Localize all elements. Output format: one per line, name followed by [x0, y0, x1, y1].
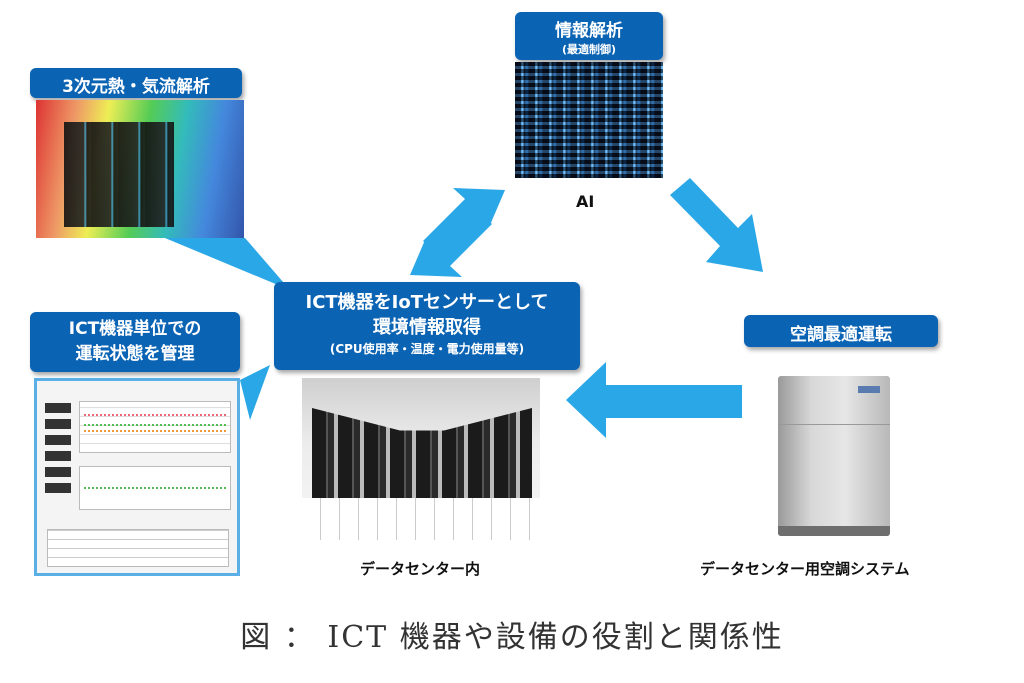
analysis-label: 情報解析 (最適制御) [515, 12, 663, 60]
ict-monitor-label: ICT機器単位での 運転状態を管理 [30, 312, 240, 372]
floor-tiles [302, 498, 540, 540]
server-racks [64, 122, 174, 227]
ai-caption: AI [576, 192, 595, 211]
thermal-label-text: 3次元熱・気流解析 [62, 77, 210, 97]
thermal-label: 3次元熱・気流解析 [30, 68, 242, 98]
dashboard-table [47, 529, 229, 567]
hvac-label: 空調最適運転 [744, 315, 938, 347]
dc-hvac-caption: データセンター用空調システム [700, 560, 910, 578]
iot-label: ICT機器をIoTセンサーとして 環境情報取得 (CPU使用率・温度・電力使用量… [274, 282, 580, 370]
ai-iot-double-arrow [410, 188, 505, 277]
analysis-title: 情報解析 [555, 21, 623, 41]
dc-inside-caption: データセンター内 [360, 560, 481, 578]
ai-to-hvac-arrow [670, 178, 763, 272]
datacenter-interior-image [302, 378, 540, 540]
hvac-base [778, 526, 890, 536]
ict-monitor-line1: ICT機器単位での [68, 319, 202, 339]
dashboard-chart-bottom [79, 466, 231, 510]
hvac-to-dc-arrow [566, 362, 742, 438]
iot-line1: ICT機器をIoTセンサーとして [305, 292, 549, 313]
hvac-unit-image [778, 376, 890, 536]
chart-series-green-2 [84, 487, 226, 489]
thermal-callout-tail [165, 238, 290, 290]
chart-series-orange [84, 430, 226, 432]
monitoring-dashboard-image [34, 378, 240, 576]
monitor-callout-tail [240, 365, 270, 420]
chart-series-green [84, 424, 226, 426]
analysis-subtitle: (最適制御) [561, 43, 617, 56]
ai-matrix-image [515, 62, 663, 178]
iot-subtext: (CPU使用率・温度・電力使用量等) [329, 342, 525, 356]
thermal-simulation-image [36, 100, 244, 238]
dashboard-side-buttons [45, 403, 71, 493]
ai-matrix-overlay [515, 62, 663, 178]
figure-caption: 図 ： ICT 機器や設備の役割と関係性 [240, 620, 784, 655]
hvac-brand-plate [858, 386, 880, 393]
iot-line2: 環境情報取得 [373, 317, 481, 338]
hvac-panel-seam [778, 424, 890, 425]
dashboard-chart-top [79, 401, 231, 453]
server-rack-rows [312, 408, 532, 498]
hvac-label-text: 空調最適運転 [790, 325, 892, 345]
chart-series-pink [84, 414, 226, 416]
ict-monitor-line2: 運転状態を管理 [75, 344, 195, 364]
